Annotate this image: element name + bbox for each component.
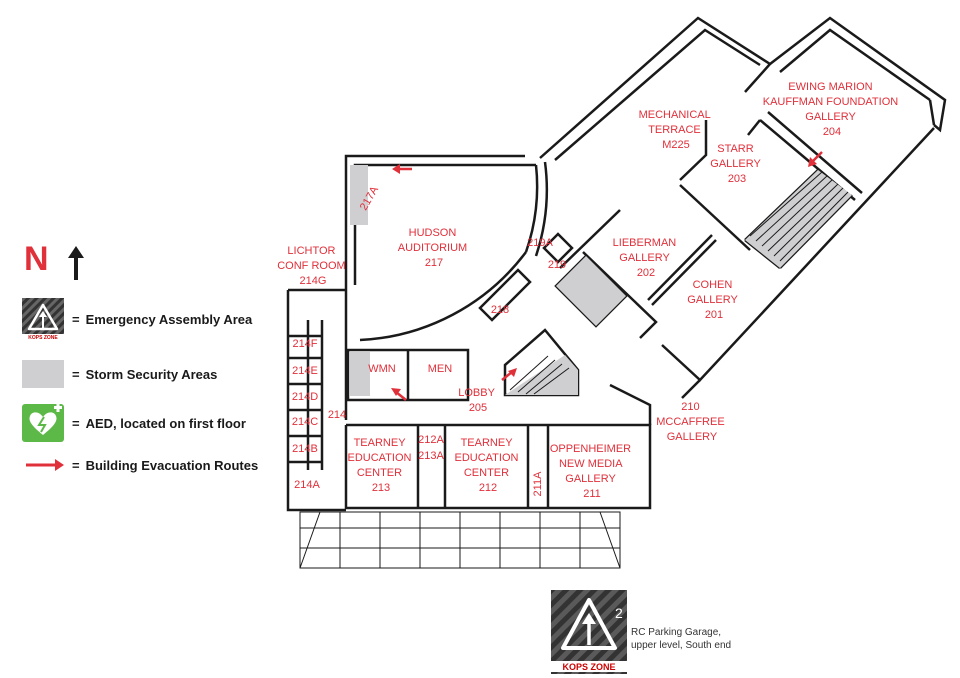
legend-label: Emergency Assembly Area (85, 311, 253, 327)
kops-caption-line: upper level, South end (631, 640, 732, 651)
room-label-218: 218 (491, 304, 509, 316)
legend-equals: = (72, 366, 80, 382)
room-label-214: 214 (328, 409, 346, 421)
room-label-lichtor: LICHTOR CONF ROOM 214G (277, 245, 349, 287)
room-label-219a: 219A (527, 237, 553, 249)
room-label-214f: 214F (292, 338, 317, 350)
kops-badge-text: KOPS ZONE (562, 662, 615, 672)
room-label-212a: 212A (418, 434, 444, 446)
room-label-mechanical: MECHANICAL TERRACE M225 (639, 109, 714, 151)
room-label-213a: 213A (418, 450, 444, 462)
evacuation-arrows (391, 151, 823, 401)
evacuation-arrow-icon (391, 388, 407, 401)
covered-walkway (299, 511, 621, 569)
kops-caption-line: RC Parking Garage, (631, 627, 722, 638)
room-label-ewing: EWING MARION KAUFFMAN FOUNDATION GALLERY… (763, 81, 902, 138)
kops-zone-badge: 2 KOPS ZONE (551, 590, 627, 674)
room-label-oppenheimer: OPPENHEIMER NEW MEDIA GALLERY 211 (550, 443, 634, 500)
room-label-cohen: COHEN GALLERY 201 (687, 279, 740, 321)
legend-label: Storm Security Areas (85, 366, 218, 382)
storm-security-swatch (22, 360, 64, 388)
evacuation-arrow-icon (501, 368, 517, 381)
svg-text:KOPS ZONE: KOPS ZONE (28, 335, 58, 340)
emergency-assembly-icon: KOPS ZONE (22, 298, 64, 340)
legend-equals: = (72, 457, 80, 473)
kops-caption: RC Parking Garage, upper level, South en… (631, 626, 731, 652)
room-label-219: 219 (548, 259, 566, 271)
evacuation-arrow-icon (26, 459, 64, 471)
room-label-hudson: HUDSON AUDITORIUM 217 (398, 227, 471, 269)
room-label-214e: 214E (292, 365, 318, 377)
room-label-wmn: WMN (368, 363, 396, 375)
room-label-211a: 211A (532, 471, 544, 497)
legend-equals: = (72, 311, 80, 327)
legend-equals: = (72, 415, 80, 431)
aed-icon (22, 404, 64, 442)
evacuation-arrow-icon (808, 151, 823, 167)
room-label-starr: STARR GALLERY 203 (710, 143, 763, 185)
legend-label: AED, located on first floor (85, 415, 246, 431)
storm-security-areas (350, 165, 852, 396)
room-label-214c: 214C (292, 416, 318, 428)
room-label-214b: 214B (292, 443, 318, 455)
room-label-lieberman: LIEBERMAN GALLERY 202 (613, 237, 680, 279)
legend-emergency-assembly: KOPS ZONE = Emergency Assembly Area (22, 298, 252, 340)
evacuation-arrow-icon (392, 164, 412, 174)
room-label-tearney-212: TEARNEY EDUCATION CENTER 212 (454, 437, 521, 494)
room-label-men: MEN (428, 363, 453, 375)
room-label-214d: 214D (292, 391, 318, 403)
legend-label: Building Evacuation Routes (85, 457, 259, 473)
stair-treads (509, 171, 849, 395)
legend-aed: = AED, located on first floor (22, 404, 246, 442)
north-arrow-icon (68, 246, 84, 280)
north-letter: N (24, 240, 49, 278)
room-label-tearney-213: TEARNEY EDUCATION CENTER 213 (347, 437, 414, 494)
room-label-lobby: LOBBY 205 (458, 387, 498, 414)
room-label-214a: 214A (294, 479, 320, 491)
building-walls (286, 16, 947, 512)
kops-superscript: 2 (615, 605, 623, 621)
room-label-mccaffree: 210 MCCAFFREE GALLERY (656, 401, 728, 443)
legend-evacuation: = Building Evacuation Routes (22, 456, 258, 474)
legend-storm-security: = Storm Security Areas (22, 360, 217, 388)
